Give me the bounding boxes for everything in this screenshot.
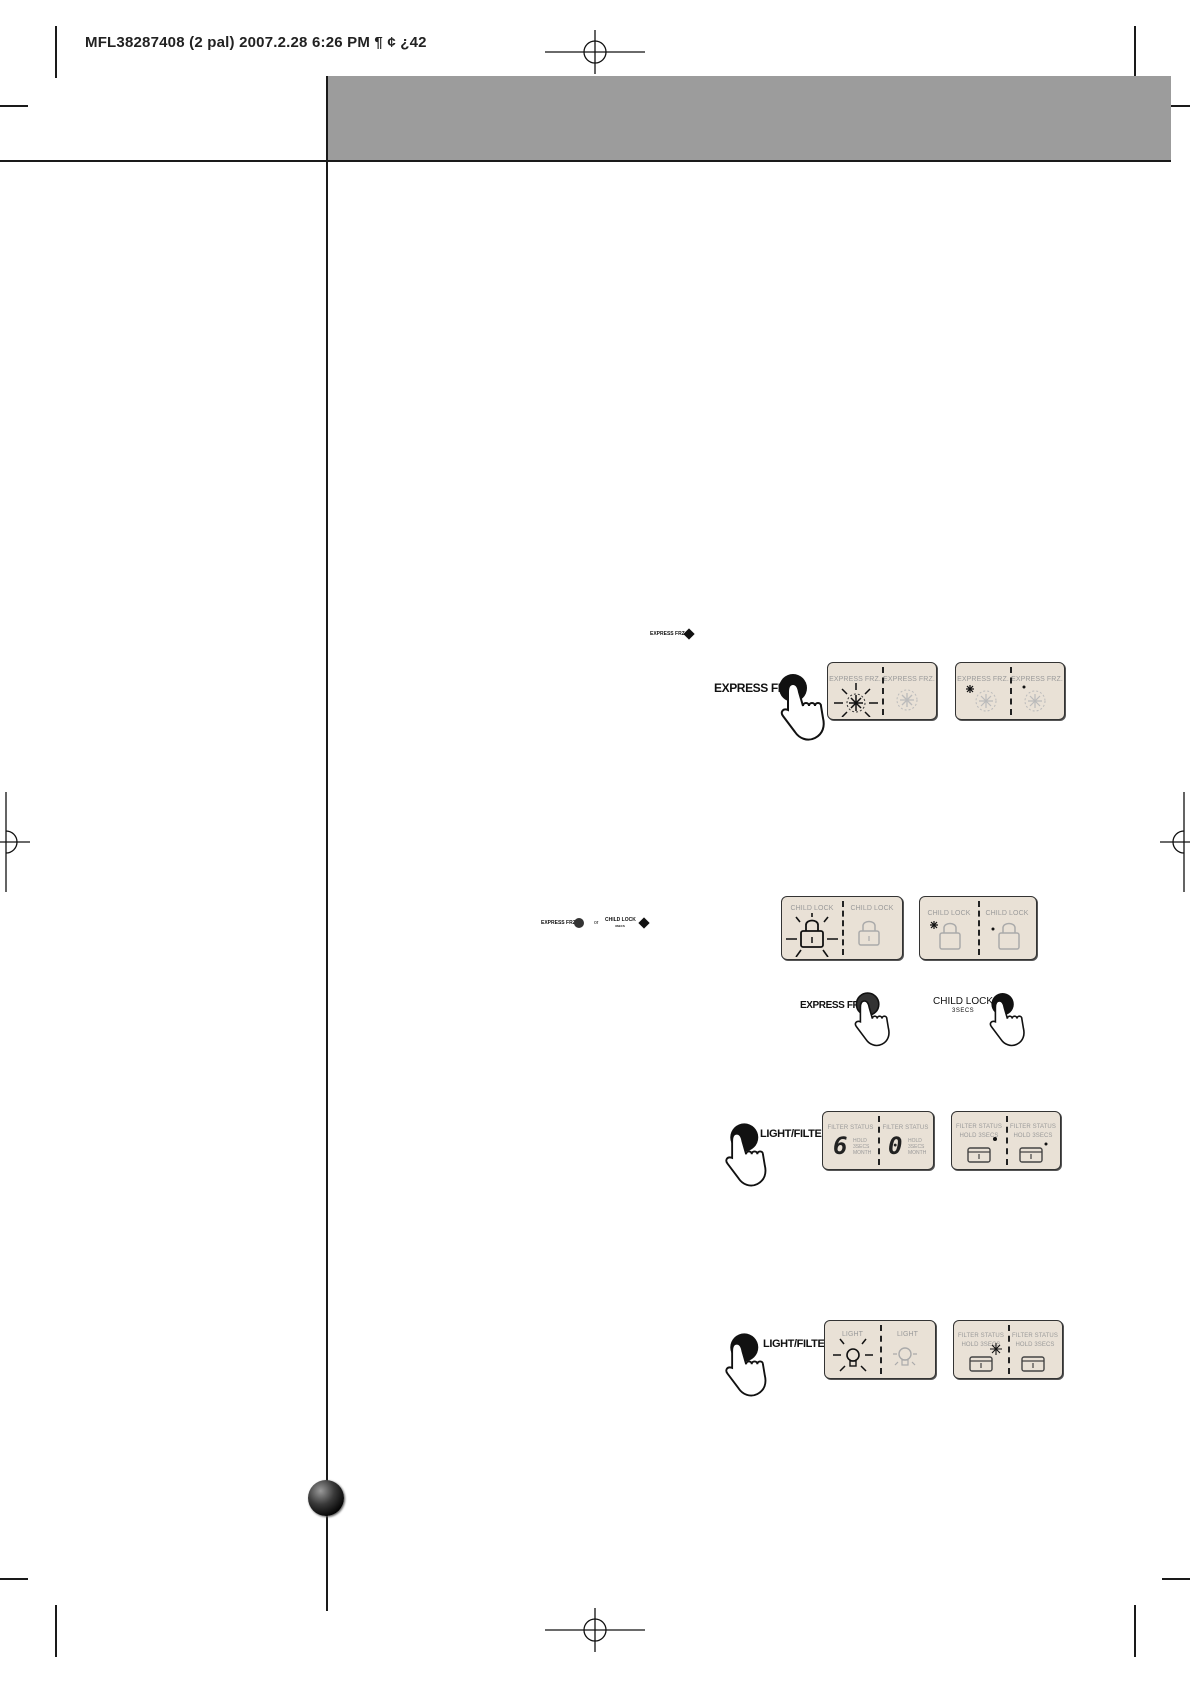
indicator-dot-icon (993, 1137, 997, 1141)
inline-express-frz-label: EXPRESS FRZ. (541, 920, 578, 926)
light-filter-press-hand-icon[interactable] (720, 1332, 776, 1402)
lcd-caption: HOLD 3SECS (961, 1342, 1001, 1348)
crop-mark (55, 1605, 57, 1657)
unit-line: 3SECS (853, 1144, 870, 1150)
unit-line: MONTH (853, 1150, 872, 1156)
lcd-caption: FILTER STATUS (958, 1333, 1004, 1339)
child-lock-press-hand-icon[interactable] (985, 990, 1033, 1052)
light-display-1: LIGHT LIGHT (824, 1320, 936, 1379)
lcd-caption: EXPRESS FRZ. (829, 676, 881, 683)
express-frz-button-label: EXPRESS FRZ. (714, 681, 796, 695)
crop-mark (0, 105, 28, 107)
light-filter-button-label: LIGHT/FILTER (763, 1338, 832, 1350)
print-slug: MFL38287408 (2 pal) 2007.2.28 6:26 PM ¶ … (85, 34, 427, 51)
button-dot-icon (573, 917, 585, 929)
lcd-caption: FILTER STATUS (1012, 1333, 1058, 1339)
lcd-caption: EXPRESS FRZ. (1011, 676, 1063, 683)
inline-or-text: or (594, 920, 599, 926)
unit-line: MONTH (908, 1150, 927, 1156)
express-frz-button-label: EXPRESS FRZ. (800, 1000, 868, 1011)
filter-months-right-digit: 0 (888, 1132, 903, 1160)
child-lock-hold-text: 3SECS (952, 1008, 975, 1014)
lock-flashing-icon (786, 913, 838, 957)
child-lock-display-1: CHILD LOCK CHILD LOCK (781, 896, 903, 960)
light-bulb-flashing-icon (833, 1338, 873, 1372)
lcd-caption: FILTER STATUS (827, 1125, 874, 1131)
lcd-caption: FILTER STATUS (956, 1124, 1002, 1130)
filter-months-left-digit: 6 (833, 1132, 848, 1160)
page-number-dot (308, 1480, 344, 1516)
express-frz-press-hand-icon[interactable] (850, 990, 898, 1052)
lcd-caption: EXPRESS FRZ. (957, 676, 1009, 683)
filter-status-display-2: FILTER STATUS HOLD 3SECS FILTER STATUS H… (951, 1111, 1061, 1170)
snowflake-icon (896, 689, 918, 711)
filter-unit-text: HOLD 3SECS MONTH (853, 1138, 871, 1156)
light-display-2: FILTER STATUS HOLD 3SECS FILTER STATUS H… (953, 1320, 1063, 1379)
lcd-caption: CHILD LOCK (850, 905, 894, 912)
registration-mark-bottom (545, 1608, 645, 1652)
unit-line: 3SECS (908, 1144, 925, 1150)
snowflake-icon (966, 685, 997, 712)
section-header-band (327, 76, 1171, 160)
diamond-icon (638, 917, 650, 929)
filter-icon (1021, 1356, 1045, 1372)
lock-icon (930, 921, 961, 950)
unit-line: HOLD (908, 1138, 922, 1144)
inline-child-lock-sub: 3SECS (615, 924, 625, 928)
crop-mark (1162, 1578, 1190, 1580)
snowflake-icon (1022, 685, 1046, 712)
child-lock-button-label: CHILD LOCK (933, 996, 994, 1007)
diamond-icon (683, 628, 695, 640)
filter-unit-text: HOLD 3SECS MONTH (908, 1138, 926, 1156)
light-filter-button-label: LIGHT/FILTER (760, 1128, 829, 1140)
lcd-caption: LIGHT (841, 1331, 864, 1338)
lcd-caption: HOLD 3SECS (1013, 1133, 1053, 1139)
light-bulb-icon (893, 1347, 917, 1366)
lock-icon (858, 920, 880, 946)
filter-icon (969, 1356, 993, 1372)
crop-mark (1134, 1605, 1136, 1657)
snowflake-flashing-icon (834, 683, 878, 717)
express-frz-display-2: EXPRESS FRZ. EXPRESS FRZ. (955, 662, 1065, 720)
child-lock-display-2: CHILD LOCK CHILD LOCK (919, 896, 1037, 960)
lcd-caption: EXPRESS FRZ. (883, 676, 935, 683)
crop-mark (0, 1578, 28, 1580)
inline-express-frz-label: EXPRESS FRZ. (650, 631, 687, 637)
crop-mark (55, 26, 57, 78)
express-frz-press-hand-icon[interactable] (775, 672, 835, 746)
crop-mark (1134, 26, 1136, 78)
filter-icon (967, 1147, 991, 1163)
lcd-caption: HOLD 3SECS (1015, 1342, 1055, 1348)
registration-mark-left (0, 792, 30, 892)
lcd-caption: CHILD LOCK (927, 910, 971, 917)
filter-icon (1019, 1142, 1048, 1163)
lcd-caption: FILTER STATUS (1010, 1124, 1056, 1130)
unit-line: HOLD (853, 1138, 867, 1144)
registration-mark-right (1160, 792, 1190, 892)
crop-mark (1162, 105, 1190, 107)
lcd-caption: LIGHT (896, 1331, 919, 1338)
registration-mark-top (545, 30, 645, 74)
light-filter-press-hand-icon[interactable] (720, 1122, 776, 1192)
lcd-caption: HOLD 3SECS (959, 1133, 999, 1139)
column-rule (326, 76, 328, 1611)
inline-child-lock-label: CHILD LOCK (605, 917, 636, 923)
lcd-caption: CHILD LOCK (790, 905, 834, 912)
sparkle-icon (990, 1343, 1002, 1355)
header-rule (0, 160, 1171, 162)
filter-status-display-1: FILTER STATUS FILTER STATUS 6 HOLD 3SECS… (822, 1111, 934, 1170)
lcd-caption: FILTER STATUS (882, 1125, 929, 1131)
lcd-caption: CHILD LOCK (985, 910, 1029, 917)
lock-icon (991, 922, 1020, 950)
express-frz-display-1: EXPRESS FRZ. EXPRESS FRZ. (827, 662, 937, 720)
